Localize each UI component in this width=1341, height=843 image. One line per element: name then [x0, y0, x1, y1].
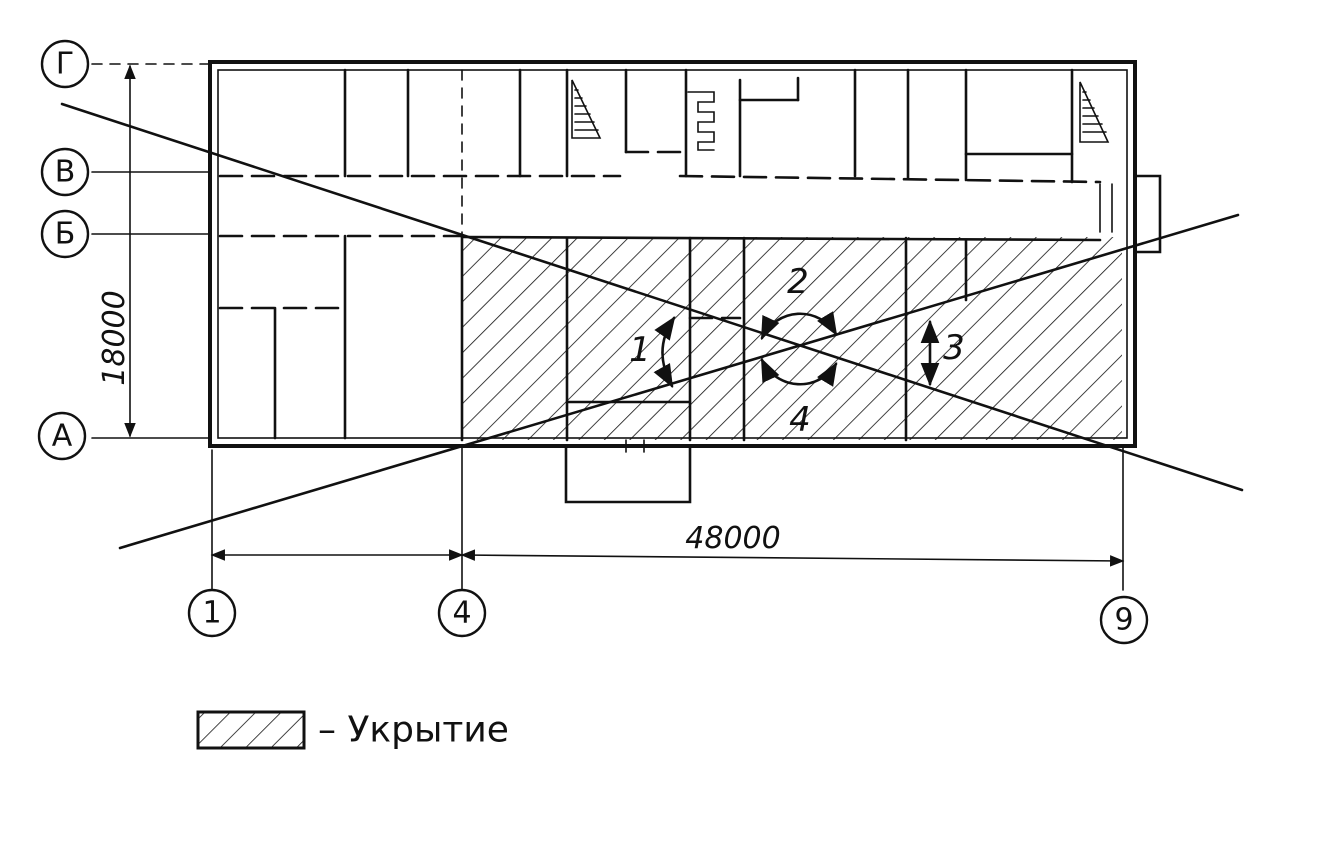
length-dimension: 48000	[210, 521, 1125, 567]
building-outer-wall	[208, 60, 1137, 448]
axis-bubble-b	[40, 209, 90, 259]
row-axis-markers: Г В Б А	[37, 39, 90, 461]
height-dimension-label: 18000	[97, 290, 132, 385]
height-dimension: 18000	[97, 64, 136, 438]
length-dimension-label: 48000	[685, 521, 780, 556]
crossing-lines	[60, 102, 1244, 550]
zone-label-3: 3	[943, 328, 965, 368]
legend-label: – Укрытие	[318, 710, 509, 751]
axis-bubble-a	[37, 411, 87, 461]
axis-bubble-g	[40, 39, 90, 89]
axis-label-4: 4	[452, 596, 471, 631]
legend: – Укрытие	[196, 710, 509, 751]
axis-label-b: Б	[55, 217, 76, 252]
axis-bubble-4	[437, 588, 487, 638]
zone-label-2: 2	[787, 262, 809, 302]
axis-bubble-1	[187, 588, 237, 638]
axis-bubble-9	[1099, 595, 1149, 645]
zone-labels: 1 2 3 4	[629, 262, 965, 440]
legend-hatch-swatch	[196, 710, 306, 750]
axis-label-v: В	[55, 155, 76, 190]
axis-label-9: 9	[1114, 603, 1133, 638]
axis-label-1: 1	[202, 596, 221, 631]
axis-bubble-v	[40, 147, 90, 197]
column-axis-markers: 1 4 9	[187, 588, 1149, 645]
interior-partitions	[218, 68, 1162, 504]
zone-label-4: 4	[789, 400, 811, 440]
zone-circle-arrows	[653, 311, 940, 389]
zone-label-1: 1	[629, 330, 651, 370]
axis-label-g: Г	[56, 47, 74, 82]
axis-label-a: А	[52, 419, 73, 454]
